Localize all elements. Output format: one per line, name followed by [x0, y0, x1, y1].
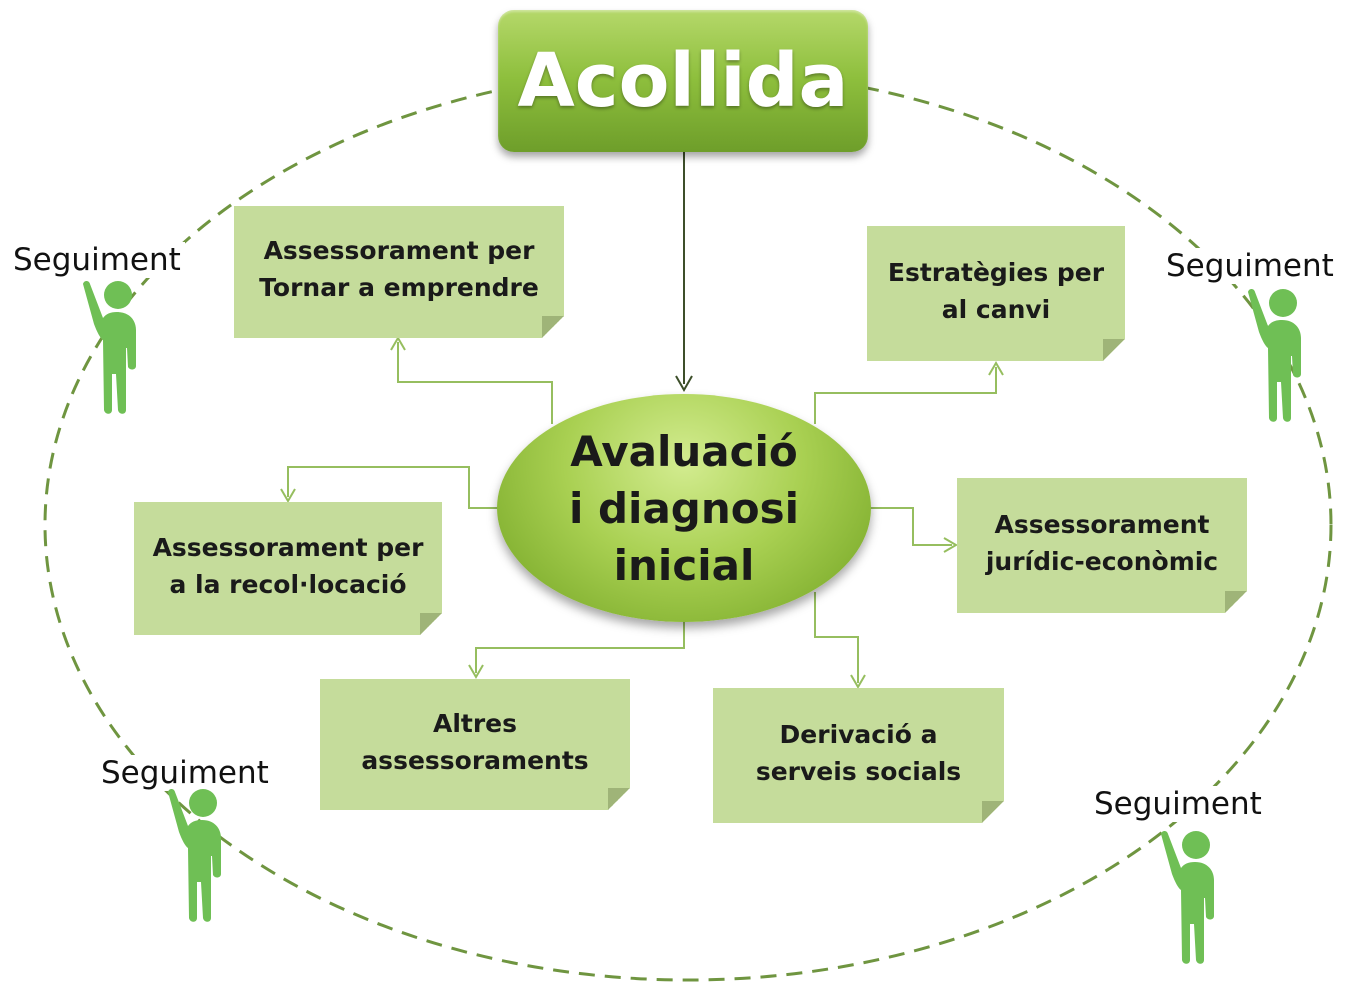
box-juridic-label: Assessorament jurídic-econòmic	[985, 509, 1219, 576]
box-juridic-economic: Assessorament jurídic-econòmic	[957, 478, 1247, 613]
connector-to-recol	[280, 466, 497, 509]
person-waving-icon	[1161, 831, 1214, 964]
person-waving-icon	[1248, 289, 1301, 422]
diagnosis-label: Avaluació i diagnosi inicial	[568, 426, 800, 590]
connector-to-tornar	[390, 336, 553, 424]
box-altres-assessoraments: Altres assessoraments	[320, 679, 630, 810]
box-derivacio-label: Derivació a serveis socials	[755, 719, 962, 786]
box-canvi-label: Estratègies per al canvi	[887, 257, 1105, 324]
box-derivacio: Derivació a serveis socials	[713, 688, 1004, 823]
seguiment-label-top-left: Seguiment	[9, 242, 185, 278]
box-recollocacio: Assessorament per a la recol·locació	[134, 502, 442, 635]
diagnosis-ellipse: Avaluació i diagnosi inicial	[497, 394, 871, 622]
seguiment-label-bottom-left: Seguiment	[97, 755, 273, 791]
seguiment-label-bottom-right: Seguiment	[1090, 786, 1266, 822]
person-waving-icon	[168, 789, 221, 922]
box-estrategies-canvi: Estratègies per al canvi	[867, 226, 1125, 361]
connector-to-altres	[468, 622, 685, 679]
box-tornar-emprendre: Assessorament per Tornar a emprendre	[234, 206, 564, 338]
acollida-box: Acollida	[498, 10, 868, 152]
connector-to-canvi	[814, 361, 1004, 424]
box-tornar-label: Assessorament per Tornar a emprendre	[259, 236, 539, 302]
box-altres-label: Altres assessoraments	[361, 708, 589, 775]
connector-to-derivacio	[814, 592, 866, 689]
acollida-title: Acollida	[517, 38, 849, 124]
connector-to-juridic	[871, 507, 958, 553]
person-waving-icon	[83, 281, 136, 414]
box-recol-label: Assessorament per a la recol·locació	[152, 532, 424, 599]
seguiment-label-top-right: Seguiment	[1162, 248, 1338, 284]
arrow-acollida-to-diagnosis	[675, 152, 693, 393]
